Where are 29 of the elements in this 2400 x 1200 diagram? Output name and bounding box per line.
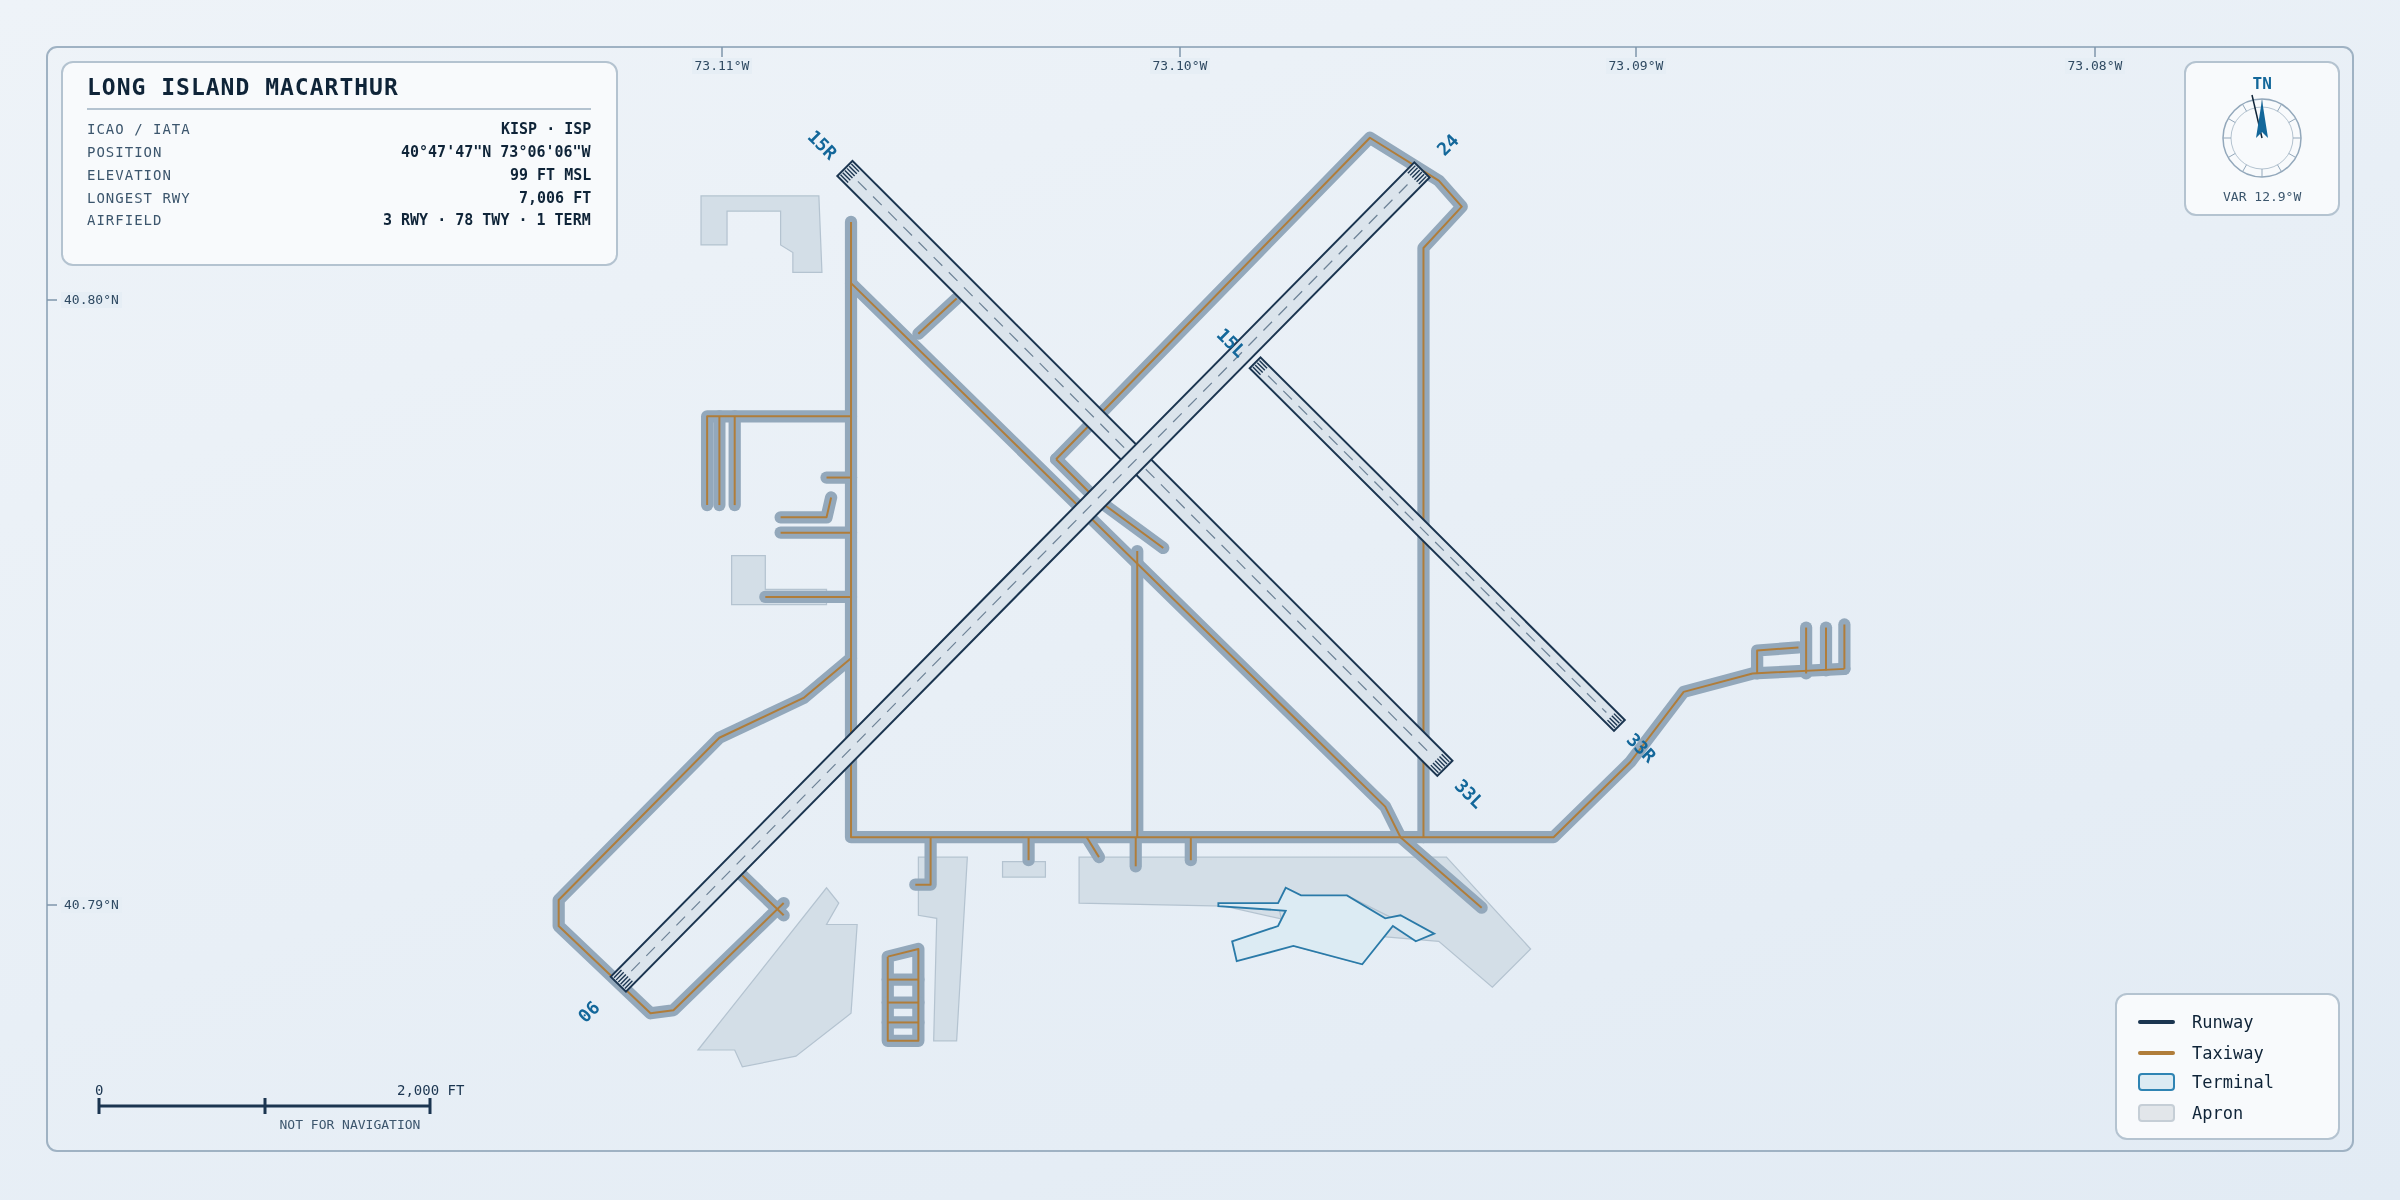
runway-designator: 15L: [1211, 323, 1250, 362]
field-label: ELEVATION: [87, 166, 172, 184]
field-value: 40°47'47"N 73°06'06"W: [401, 143, 591, 161]
legend-label: Terminal: [2192, 1072, 2274, 1093]
runway-designator: 24: [1432, 129, 1464, 161]
field-label: ICAO / IATA: [87, 120, 191, 138]
runway-designator: 33L: [1449, 774, 1488, 813]
longitude-label: 73.10°W: [1149, 58, 1211, 74]
field-value: 99 FT MSL: [510, 166, 592, 184]
disclaimer: NOT FOR NAVIGATION: [279, 1117, 421, 1133]
field-label: AIRFIELD: [87, 211, 163, 229]
latitude-label: 40.80°N: [61, 292, 122, 308]
longitude-label: 73.08°W: [2064, 58, 2126, 74]
runway-designator: 06: [573, 996, 605, 1028]
field-value: 7,006 FT: [519, 189, 592, 207]
compass-label: TN: [2252, 73, 2272, 93]
longitude-label: 73.11°W: [691, 58, 753, 74]
legend-label: Runway: [2192, 1012, 2254, 1033]
scale-label: 0: [95, 1081, 104, 1099]
field-label: POSITION: [87, 143, 163, 161]
legend-label: Taxiway: [2192, 1043, 2264, 1064]
legend-label: Apron: [2192, 1103, 2244, 1124]
airport-title: LONG ISLAND MACARTHUR: [87, 74, 399, 102]
field-label: LONGEST RWY: [87, 189, 191, 207]
scale-label: 2,000 FT: [397, 1081, 465, 1099]
longitude-label: 73.09°W: [1605, 58, 1667, 74]
field-value: 3 RWY · 78 TWY · 1 TERM: [383, 211, 591, 229]
magnetic-variation: VAR 12.9°W: [2223, 189, 2302, 205]
field-value: KISP · ISP: [501, 120, 592, 138]
